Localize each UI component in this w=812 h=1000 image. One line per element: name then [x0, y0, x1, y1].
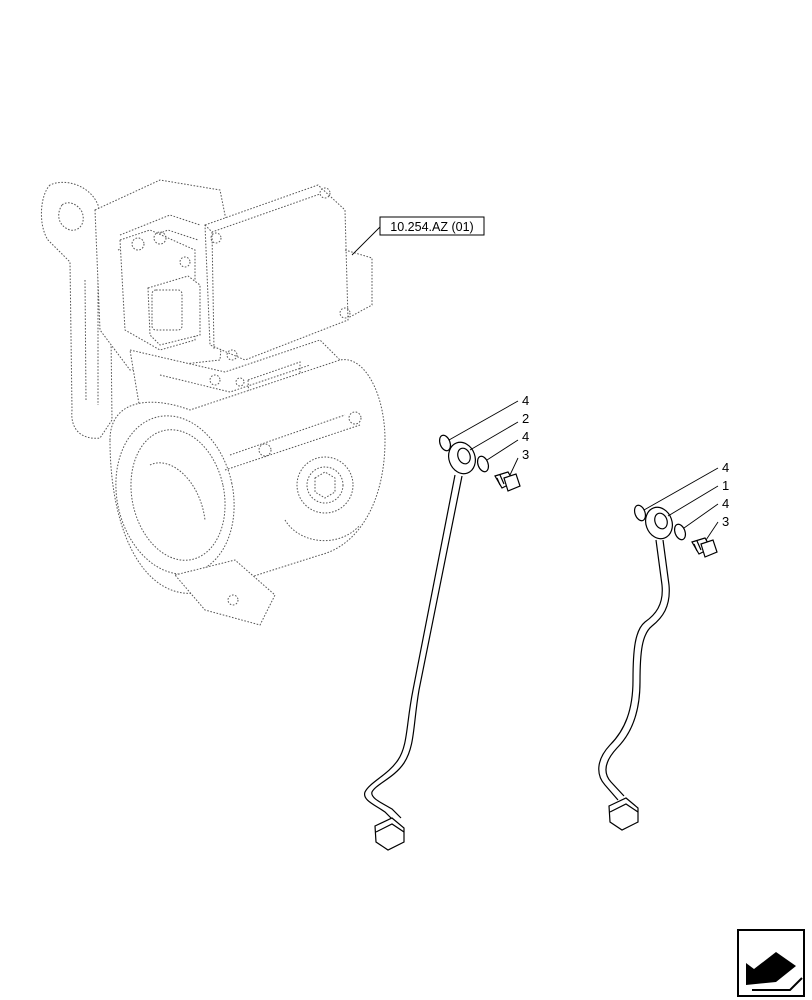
callout-right-bolt[interactable]: 3: [722, 514, 729, 529]
banjo-bolt: [494, 471, 521, 492]
engine-housing-assembly: [41, 179, 386, 626]
callout-right-ring-bottom[interactable]: 4: [722, 496, 729, 511]
o-ring-upper: [438, 434, 452, 452]
left-injection-pipe: 4 2 4 3: [363, 393, 529, 851]
o-ring-upper: [633, 504, 647, 522]
callout-left-pipe[interactable]: 2: [522, 411, 529, 426]
o-ring-lower: [673, 523, 687, 541]
reference-callout[interactable]: 10.254.AZ (01): [351, 216, 485, 256]
callout-left-bolt[interactable]: 3: [522, 447, 529, 462]
banjo-bolt: [691, 537, 718, 558]
right-injection-pipe: 4 1 4 3: [598, 460, 729, 831]
reference-label[interactable]: 10.254.AZ (01): [390, 220, 473, 234]
callout-right-pipe[interactable]: 1: [722, 478, 729, 493]
callout-right-ring-top[interactable]: 4: [722, 460, 729, 475]
back-arrow-icon[interactable]: [737, 929, 805, 997]
callout-left-ring-bottom[interactable]: 4: [522, 429, 529, 444]
o-ring-lower: [476, 455, 490, 473]
callout-left-ring-top[interactable]: 4: [522, 393, 529, 408]
